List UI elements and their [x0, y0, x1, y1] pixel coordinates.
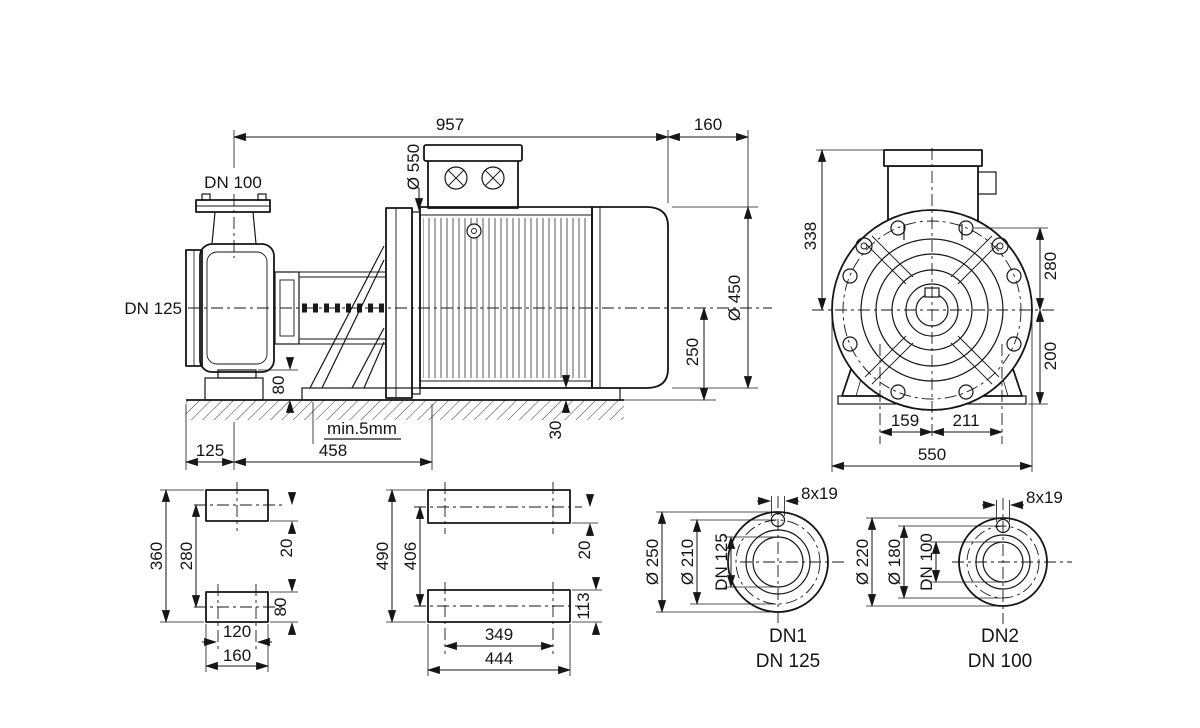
motor-rail-top — [427, 489, 571, 524]
flange-dn125-bolt-circle — [735, 519, 821, 605]
dim-bolt-to-center: 280 — [1041, 252, 1060, 280]
dim-pumpfoot-hole-span: 280 — [177, 542, 196, 570]
flange-dn125-view: 8x19 Ø 250 Ø 210 DN 125 DN1 DN 125 — [643, 484, 846, 672]
dim-dn100-bore: DN 100 — [917, 533, 936, 591]
terminal-box-lid-front — [883, 149, 983, 167]
dim-foot-right: 211 — [952, 411, 979, 430]
dim-motorfoot-pad-width: 444 — [485, 649, 513, 668]
support-strut — [309, 245, 385, 389]
flange-bolt-hole — [958, 220, 974, 236]
dim-dn100-bolt-holes: 8x19 — [1026, 488, 1063, 507]
volute-casing — [199, 243, 275, 373]
dim-plate-height: 30 — [546, 421, 565, 440]
flange-dn100-outer — [958, 517, 1048, 607]
motor-flange — [385, 207, 413, 399]
dim-shaft-height: 250 — [683, 338, 702, 366]
flange-dn100-bore — [982, 541, 1024, 583]
baseplate — [301, 387, 621, 401]
motor-cooling-fins — [423, 218, 589, 378]
dim-pumpfoot-outer-span: 360 — [147, 542, 166, 570]
lifting-eyebolt — [466, 223, 482, 239]
dim-pumpfoot-pad-height: 80 — [271, 598, 290, 617]
dim-dn125-bore: DN 125 — [712, 533, 731, 591]
dim-foot-left: 159 — [891, 411, 919, 430]
dim-dn125-outer-dia: Ø 250 — [643, 539, 662, 585]
dim-pumpfoot-pad-offset: 20 — [277, 539, 296, 558]
dim-dn100-outer-dia: Ø 220 — [853, 539, 872, 585]
dim-total-length: 957 — [436, 115, 464, 134]
dim-pumpfoot-pad-width: 160 — [223, 646, 251, 665]
motor-foot-plan: 490 406 20 113 349 444 — [373, 482, 602, 676]
dim-motorfoot-pad-offset: 20 — [575, 541, 594, 560]
motor-end-bell — [591, 206, 669, 389]
dim-suction-offset: 125 — [196, 441, 224, 460]
label-suction-dn125: DN 125 — [124, 299, 182, 318]
terminal-box-lid — [423, 144, 523, 162]
flange-dn100-view: 8x19 Ø 220 Ø 180 DN 100 DN2 DN 100 — [853, 488, 1072, 672]
seal-housing — [274, 271, 300, 345]
side-view: 957 160 DN 100 DN 125 Ø 550 Ø 450 250 80… — [124, 115, 772, 470]
dim-removal-space: 160 — [694, 115, 722, 134]
dim-dn125-bolt-holes: 8x19 — [801, 484, 838, 503]
dim-dn100-bolt-circle: Ø 180 — [885, 539, 904, 585]
label-grout-gap: min.5mm — [327, 419, 397, 438]
label-discharge-dn100: DN 100 — [204, 173, 262, 192]
lifting-lug-right — [991, 237, 1009, 255]
dim-height-top: 338 — [801, 222, 820, 250]
flange-dn125-bore — [752, 536, 804, 588]
pump-foundation-block — [204, 377, 264, 401]
caption-dn2: DN2 — [981, 626, 1019, 647]
lifting-lug-left — [855, 237, 873, 255]
flange-dn100-bolt-circle — [966, 525, 1040, 599]
caption-dn1-size: DN 125 — [756, 651, 820, 672]
pump-foot — [217, 369, 257, 379]
dim-dn125-bolt-circle: Ø 210 — [678, 539, 697, 585]
dim-center-to-foot: 200 — [1041, 342, 1060, 370]
dim-flange-dia: Ø 550 — [404, 144, 423, 190]
dim-overall-width: 550 — [918, 445, 946, 464]
dim-motorfoot-outer-span: 490 — [373, 542, 392, 570]
pump-foot-plan: 360 280 20 80 120 160 — [147, 482, 298, 672]
dim-motorfoot-hole-width: 349 — [485, 625, 513, 644]
front-view: 338 280 200 159 211 550 — [801, 148, 1060, 472]
dim-pumpfoot-hole-width: 120 — [223, 622, 251, 641]
caption-dn1: DN1 — [769, 626, 807, 647]
dim-motorfoot-pad-height: 113 — [574, 592, 593, 619]
ground-hatch — [186, 400, 624, 420]
dim-motor-dia: Ø 450 — [725, 275, 744, 321]
dim-motorfoot-hole-span: 406 — [401, 542, 420, 570]
caption-dn2-size: DN 100 — [968, 651, 1032, 672]
dim-block-height: 80 — [269, 376, 288, 395]
conduit-cap — [977, 171, 997, 195]
dim-foot-distance: 458 — [319, 441, 347, 460]
